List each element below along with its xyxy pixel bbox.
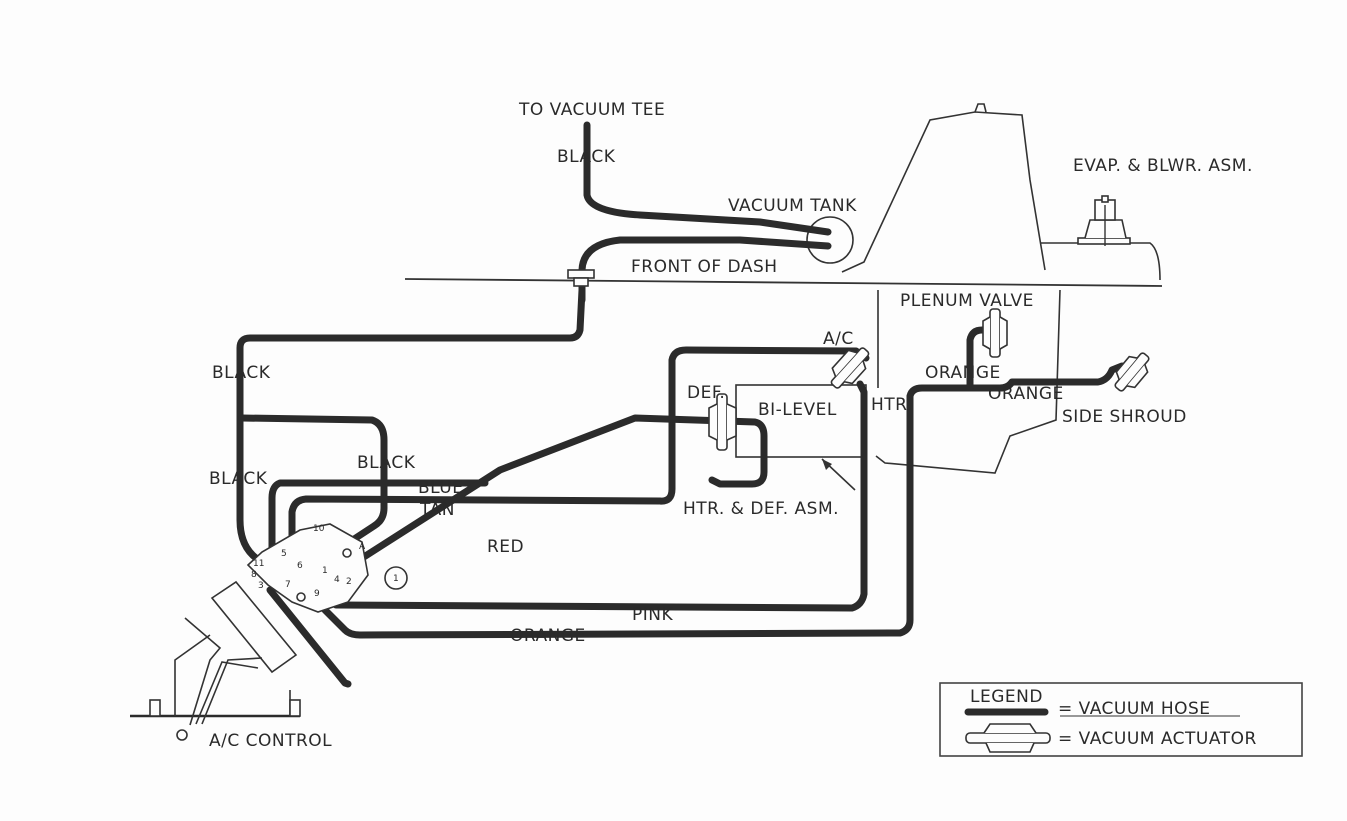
label-vacuum-tank: VACUUM TANK <box>728 196 857 216</box>
hose-orange-bottom <box>266 362 1126 688</box>
selector-switch <box>246 523 369 613</box>
label-bi-level: BI-LEVEL <box>758 400 837 420</box>
evap-blower-assembly <box>841 103 1161 281</box>
legend-box <box>939 682 1303 757</box>
legend-actuator-text: = VACUUM ACTUATOR <box>1058 729 1257 749</box>
side-shroud-actuator-icon <box>1114 352 1150 392</box>
label-htr-def-asm: HTR. & DEF. ASM. <box>683 499 839 519</box>
port-label: 8 <box>251 570 257 580</box>
label-ac: A/C <box>823 329 854 349</box>
legend-actuator-icon <box>965 723 1051 753</box>
label-def: DEF. <box>687 383 725 403</box>
hose-black-to-tee <box>583 121 832 236</box>
hose-black-dash-to-left <box>236 286 586 566</box>
port-label: 6 <box>297 561 303 571</box>
label-black-lower: BLACK <box>209 469 268 489</box>
label-red: RED <box>487 537 524 557</box>
port-label: A <box>359 542 366 552</box>
plenum-actuator-icon <box>982 308 1008 358</box>
ac-control-unit <box>130 580 301 741</box>
hose-orange-plenum <box>966 326 994 392</box>
port-label: 11 <box>253 559 264 569</box>
legend-hose-text: = VACUUM HOSE <box>1058 699 1211 719</box>
evap-actuator-icon <box>1077 195 1131 246</box>
dash-connector-icon <box>567 269 595 287</box>
label-black-left: BLACK <box>212 363 271 383</box>
legend-title: LEGEND <box>970 687 1043 707</box>
hose-blue <box>268 479 489 562</box>
port-label: 5 <box>281 549 287 559</box>
label-black-mid: BLACK <box>357 453 416 473</box>
label-front-of-dash: FRONT OF DASH <box>631 257 778 277</box>
plenum-housing <box>875 289 1061 474</box>
label-tan: TAN <box>419 500 455 520</box>
hose-black-tank-to-dash <box>578 236 832 304</box>
label-orange-plenum: ORANGE <box>925 363 1001 383</box>
label-plenum-valve: PLENUM VALVE <box>900 291 1034 311</box>
label-ac-control: A/C CONTROL <box>209 731 332 751</box>
port-label: 7 <box>285 580 291 590</box>
port-label: 1 <box>393 574 399 584</box>
port-label: 2 <box>346 577 352 587</box>
label-orange-shroud: ORANGE <box>988 384 1064 404</box>
label-pink: PINK <box>632 605 673 625</box>
label-htr: HTR. <box>871 395 913 415</box>
dash-line <box>404 278 1163 287</box>
hose-tan <box>288 346 870 567</box>
port-label: 1 <box>322 566 328 576</box>
ac-actuator-icon <box>830 347 870 389</box>
hose-pink <box>332 380 868 612</box>
port-label: 9 <box>314 589 320 599</box>
port-label: 4 <box>334 575 340 585</box>
label-black-top: BLACK <box>557 147 616 167</box>
label-to-vacuum-tee: TO VACUUM TEE <box>518 100 665 120</box>
def-actuator-icon <box>708 393 737 451</box>
vacuum-tank <box>806 216 854 264</box>
port-circle-icon <box>384 566 408 590</box>
port-label: 10 <box>313 524 325 534</box>
label-evap-blwr: EVAP. & BLWR. ASM. <box>1073 156 1253 176</box>
label-orange-bottom: ORANGE <box>510 626 586 646</box>
hose-black-branch <box>238 414 388 549</box>
port-label: 3 <box>258 581 264 591</box>
hose-red <box>316 414 768 589</box>
label-side-shroud: SIDE SHROUD <box>1062 407 1187 427</box>
label-blue: BLUE <box>418 478 463 498</box>
